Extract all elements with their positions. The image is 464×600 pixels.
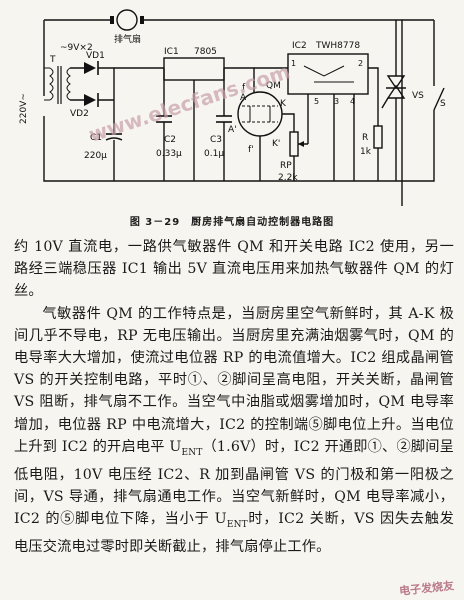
ic2-pin4: 4 (350, 97, 355, 106)
capacitor-c1-icon (105, 126, 123, 181)
uent-subscript-1: ENT (181, 447, 203, 458)
qm-pin-k2: K' (272, 139, 280, 149)
uent-subscript-2: ENT (226, 520, 248, 531)
potentiometer-rp-icon (289, 94, 309, 181)
c2-value: 0.33μ (156, 149, 182, 159)
capacitor-c2-icon (156, 68, 172, 181)
r-label: R (362, 133, 368, 143)
diode-vd1-icon (84, 61, 99, 75)
paragraph-2-part-2: （1.6V）时，IC2 开通即①、②脚间呈低电阻，10V 电压经 IC2、R 加… (14, 438, 454, 528)
paragraph-1: 约 10V 直流电，一路供气敏器件 QM 和开关电路 IC2 使用，另一路经三端… (14, 239, 454, 300)
diode-vd2-icon (84, 93, 99, 107)
paragraph-2-part-1: 气敏器件 QM 的工作特点是，当厨房里空气新鲜时，其 A-K 极间几乎不导电，R… (14, 305, 454, 455)
paragraph-2: 气敏器件 QM 的工作特点是，当厨房里空气新鲜时，其 A-K 极间几乎不导电，R… (14, 303, 454, 559)
rp-label: RP (280, 161, 292, 171)
vd2-label: VD2 (70, 109, 89, 119)
figure-caption: 图 3－29 厨房排气扇自动控制器电路图 (129, 217, 335, 228)
paragraph-2-part-3: 时，IC2 关断，VS 因失去触发电压交流电过零时即关断截止，排气扇停止工作。 (14, 511, 454, 556)
qm-pin-f2: f' (248, 145, 254, 155)
c3-value: 0.1μ (204, 149, 224, 159)
ic1-label: IC1 (164, 47, 179, 57)
qm-pin-k: K (280, 99, 287, 109)
c3-label: C3 (210, 135, 222, 145)
qm-label: QM (266, 81, 281, 91)
transformer (44, 66, 71, 104)
vd1-label: VD1 (86, 51, 105, 61)
qm-pin-a2: A' (228, 125, 237, 135)
c1-label: C1 (90, 133, 102, 143)
ic2-pin2: 2 (358, 59, 363, 68)
ic2-pin3: 3 (334, 97, 339, 106)
ic1-part: 7805 (194, 47, 217, 57)
ic2-label: IC2 (292, 41, 307, 51)
vs-label: VS (412, 91, 424, 101)
c2-label: C2 (164, 135, 176, 145)
gas-sensor-qm-icon (237, 91, 283, 137)
ic2-pin5: 5 (314, 97, 319, 106)
mains-label: 220V~ (19, 93, 29, 124)
triac-vs-icon (381, 20, 406, 181)
corner-watermark: 电子发烧友 (398, 579, 455, 598)
switch-s-icon (402, 20, 445, 182)
switch-label: S (440, 99, 446, 109)
ic1-box (163, 57, 225, 81)
capacitor-c3-icon (216, 68, 232, 181)
circuit-schematic: 排气扇 220V~ T ~9V×2 VD1 VD2 (19, 9, 446, 206)
rp-value: 2.2k (278, 173, 298, 183)
body-text: 约 10V 直流电，一路供气敏器件 QM 和开关电路 IC2 使用，另一路经三端… (14, 236, 454, 559)
ic2-part: TWH8778 (315, 41, 360, 51)
fan-label: 排气扇 (114, 33, 141, 45)
transformer-secondary-label: ~9V×2 (60, 43, 93, 53)
fan-motor-icon (110, 9, 144, 31)
ic2-pin1: 1 (291, 59, 296, 68)
resistor-r-icon (373, 125, 383, 181)
transformer-ref: T (49, 55, 56, 65)
r-value: 1k (360, 147, 372, 157)
qm-pin-f: f (242, 83, 246, 93)
c1-value: 220μ (84, 151, 107, 161)
qm-pin-a: A (240, 93, 247, 103)
